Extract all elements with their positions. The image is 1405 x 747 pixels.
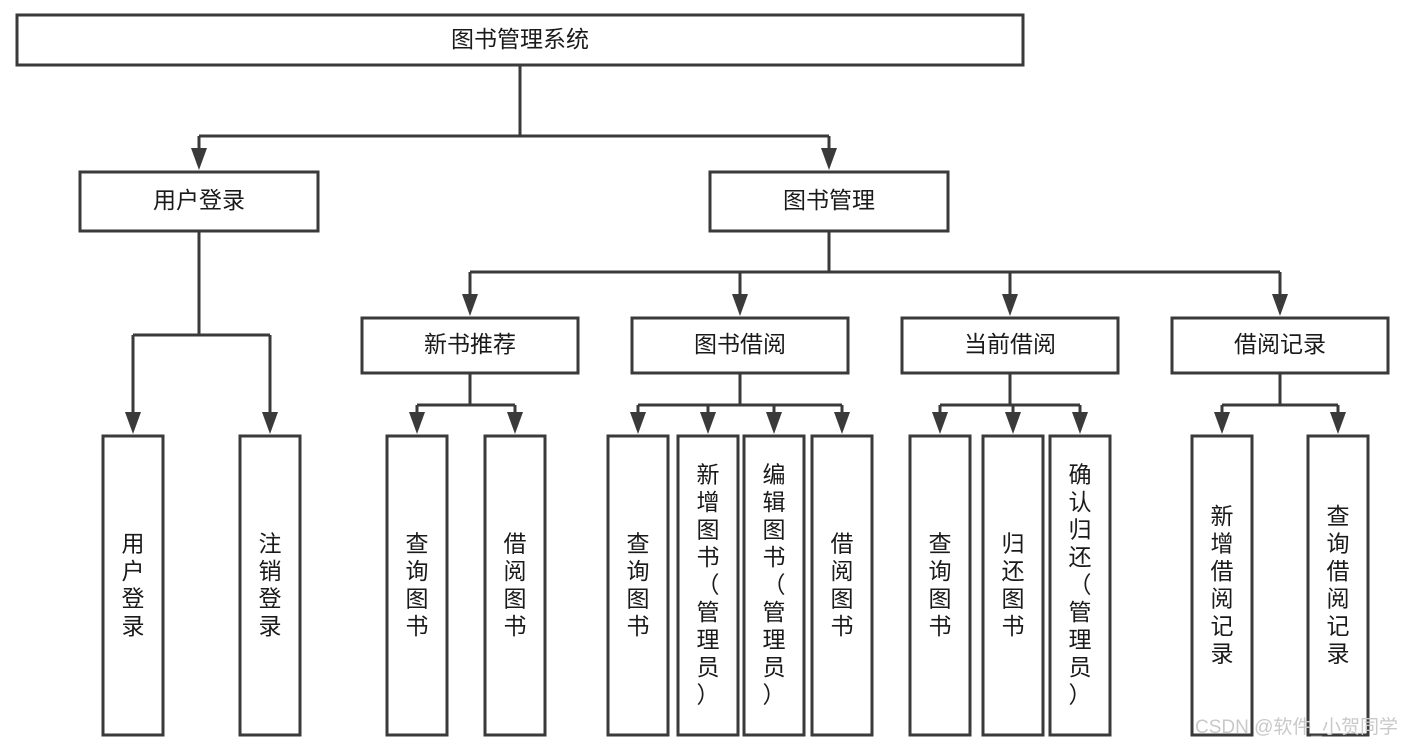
arrow-head-book-borrow	[732, 294, 748, 316]
node-book-manage[interactable]: 图书管理	[708, 170, 950, 233]
node-leaf-borrow-book-box[interactable]	[810, 434, 874, 737]
node-leaf-query-book-current-box[interactable]	[908, 434, 972, 737]
arrow-head-leaf-borrow-book	[834, 412, 850, 434]
node-leaf-add-borrow-record[interactable]: 新增借阅记录	[1190, 434, 1254, 737]
node-leaf-add-borrow-record-box[interactable]	[1190, 434, 1254, 737]
arrow-head-leaf-query-borrow-record	[1330, 412, 1346, 434]
node-book-borrow[interactable]: 图书借阅	[630, 316, 850, 375]
node-root-box[interactable]	[15, 13, 1025, 67]
arrow-head-leaf-borrow-book-rec	[507, 412, 523, 434]
node-book-manage-label: 图书管理	[783, 187, 875, 213]
node-leaf-borrow-book-rec-box[interactable]	[483, 434, 547, 737]
node-borrow-record-box[interactable]	[1170, 316, 1390, 375]
node-leaf-query-borrow-record-label: 查询借阅记录	[1327, 503, 1350, 667]
node-leaf-user-login-box[interactable]	[101, 434, 165, 737]
node-current-borrow-label: 当前借阅	[964, 331, 1056, 357]
node-leaf-return-book[interactable]: 归还图书	[981, 434, 1045, 737]
node-leaf-add-book-admin-label: 新增图书（管理员）	[697, 462, 720, 708]
node-leaf-query-book-rec-label: 查询图书	[406, 530, 429, 639]
node-user-login-label: 用户登录	[153, 187, 245, 213]
node-book-borrow-box[interactable]	[630, 316, 850, 375]
arrow-head-leaf-add-book-admin	[700, 412, 716, 434]
node-borrow-record[interactable]: 借阅记录	[1170, 316, 1390, 375]
arrow-head-leaf-query-book-rec	[409, 412, 425, 434]
node-leaf-confirm-return-admin-label: 确认归还（管理员）	[1069, 462, 1092, 708]
node-borrow-record-label: 借阅记录	[1234, 331, 1326, 357]
node-leaf-logout-login-box[interactable]	[238, 434, 302, 737]
node-leaf-edit-book-admin-label: 编辑图书（管理员）	[763, 462, 786, 708]
node-book-borrow-label: 图书借阅	[694, 331, 786, 357]
arrow-head-new-book-recommend	[462, 294, 478, 316]
arrow-head-current-borrow	[1002, 294, 1018, 316]
node-leaf-borrow-book[interactable]: 借阅图书	[810, 434, 874, 737]
node-leaf-query-book-borrow-label: 查询图书	[627, 530, 650, 639]
node-leaf-return-book-label: 归还图书	[1002, 530, 1025, 639]
node-current-borrow-box[interactable]	[900, 316, 1120, 375]
watermark-label: CSDN @软件_小贺同学	[1195, 716, 1398, 738]
node-new-book-recommend-box[interactable]	[360, 316, 580, 375]
node-leaf-query-book-current[interactable]: 查询图书	[908, 434, 972, 737]
node-layer: 图书管理系统 用户登录 图书管理 新书推荐 图书借阅 当前	[15, 13, 1390, 737]
node-leaf-query-book-borrow-box[interactable]	[606, 434, 670, 737]
arrow-head-leaf-query-book-current	[932, 412, 948, 434]
node-user-login[interactable]: 用户登录	[78, 170, 320, 233]
node-leaf-add-borrow-record-label: 新增借阅记录	[1211, 503, 1234, 667]
node-leaf-edit-book-admin[interactable]: 编辑图书（管理员）	[742, 434, 806, 737]
node-current-borrow[interactable]: 当前借阅	[900, 316, 1120, 375]
node-leaf-borrow-book-rec[interactable]: 借阅图书	[483, 434, 547, 737]
node-book-manage-box[interactable]	[708, 170, 950, 233]
arrow-head-leaf-query-book-borrow	[630, 412, 646, 434]
arrow-head-leaf-user-login	[125, 412, 141, 434]
arrow-head-leaf-confirm-return-admin	[1072, 412, 1088, 434]
node-leaf-query-book-rec-box[interactable]	[385, 434, 449, 737]
node-new-book-recommend[interactable]: 新书推荐	[360, 316, 580, 375]
connector-layer	[125, 65, 1346, 434]
node-leaf-borrow-book-rec-label: 借阅图书	[504, 530, 527, 639]
node-leaf-borrow-book-label: 借阅图书	[831, 530, 854, 639]
arrow-head-leaf-logout-login	[262, 412, 278, 434]
node-leaf-user-login[interactable]: 用户登录	[101, 434, 165, 737]
node-leaf-logout-login-label: 注销登录	[259, 530, 282, 639]
arrow-head-leaf-add-borrow-record	[1214, 412, 1230, 434]
node-leaf-query-book-borrow[interactable]: 查询图书	[606, 434, 670, 737]
node-leaf-return-book-box[interactable]	[981, 434, 1045, 737]
node-root[interactable]: 图书管理系统	[15, 13, 1025, 67]
arrow-head-leaf-return-book	[1005, 412, 1021, 434]
arrow-head-borrow-record	[1272, 294, 1288, 316]
arrow-head-user-login	[191, 148, 207, 170]
node-leaf-query-borrow-record-box[interactable]	[1306, 434, 1370, 737]
node-leaf-add-book-admin[interactable]: 新增图书（管理员）	[676, 434, 740, 737]
node-leaf-logout-login[interactable]: 注销登录	[238, 434, 302, 737]
arrow-head-book-manage	[821, 148, 837, 170]
arrow-head-leaf-edit-book-admin	[766, 412, 782, 434]
node-leaf-query-book-rec[interactable]: 查询图书	[385, 434, 449, 737]
node-leaf-query-book-current-label: 查询图书	[929, 530, 952, 639]
node-root-label: 图书管理系统	[451, 26, 589, 52]
node-user-login-box[interactable]	[78, 170, 320, 233]
node-leaf-confirm-return-admin-box[interactable]	[1048, 434, 1112, 737]
node-leaf-query-borrow-record[interactable]: 查询借阅记录	[1306, 434, 1370, 737]
node-new-book-recommend-label: 新书推荐	[424, 331, 516, 357]
node-leaf-user-login-label: 用户登录	[122, 530, 145, 639]
node-leaf-confirm-return-admin[interactable]: 确认归还（管理员）	[1048, 434, 1112, 737]
node-leaf-edit-book-admin-box[interactable]	[742, 434, 806, 737]
node-leaf-add-book-admin-box[interactable]	[676, 434, 740, 737]
